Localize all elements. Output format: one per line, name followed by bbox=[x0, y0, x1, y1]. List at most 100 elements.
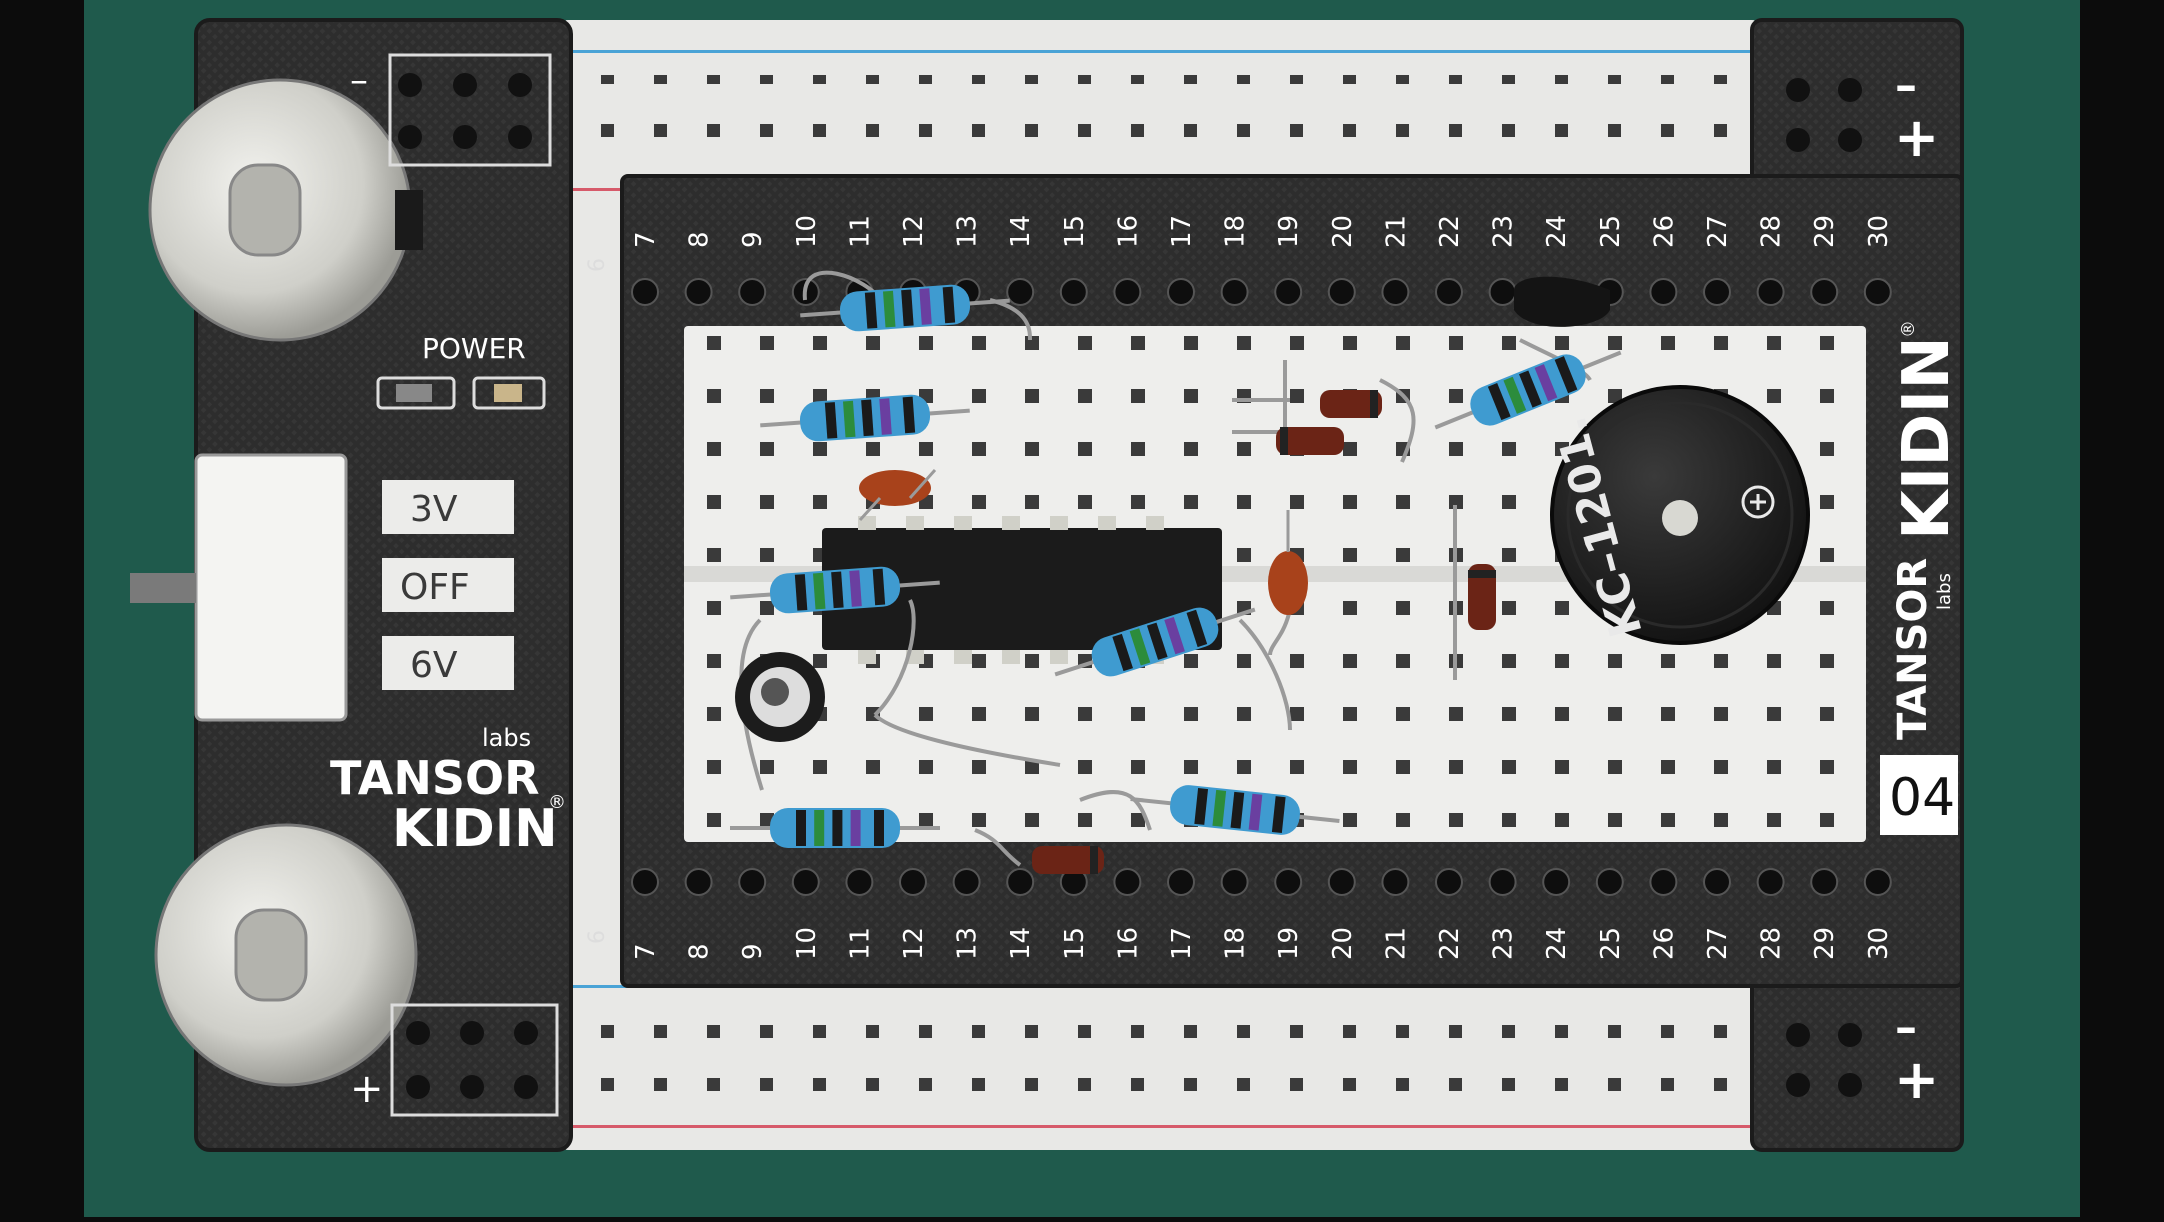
ic-leg bbox=[954, 516, 972, 530]
resistor bbox=[800, 284, 1010, 332]
header-pin bbox=[1810, 278, 1839, 306]
ic-leg bbox=[954, 650, 972, 664]
top-rail-holes bbox=[570, 75, 1750, 160]
right-rail-pins-top bbox=[1786, 78, 1862, 152]
header-pin bbox=[684, 868, 713, 896]
row-number-bottom: 23 bbox=[1489, 927, 1519, 960]
header-pin bbox=[1381, 868, 1410, 896]
header-pin bbox=[684, 278, 713, 306]
ic-leg bbox=[1050, 650, 1068, 664]
header-pin bbox=[1435, 868, 1463, 896]
resistor bbox=[1130, 785, 1340, 835]
diode-2 bbox=[1276, 427, 1344, 455]
resistor bbox=[760, 394, 970, 442]
row-number-bottom: 19 bbox=[1274, 927, 1304, 960]
header-pin bbox=[1810, 868, 1839, 896]
switch-label-off-box bbox=[382, 558, 514, 612]
coin-cell-bottom bbox=[154, 823, 418, 1087]
ic-leg bbox=[858, 650, 876, 664]
row-number-top: 19 bbox=[1274, 215, 1304, 248]
header-pin bbox=[1006, 278, 1035, 306]
row-number-top: 28 bbox=[1757, 215, 1787, 248]
row-number-bottom: 7 bbox=[631, 943, 661, 960]
row-number-top: 21 bbox=[1381, 215, 1411, 248]
row-number-top: 10 bbox=[792, 215, 822, 248]
row-number-bottom: 16 bbox=[1113, 927, 1143, 960]
header-pin bbox=[1863, 868, 1892, 896]
brand-bottom-right: KIDIN bbox=[1890, 336, 1964, 540]
header-pin bbox=[1006, 868, 1035, 896]
resistor bbox=[1054, 607, 1256, 677]
row-number-top: 20 bbox=[1328, 215, 1358, 248]
resistor bbox=[1434, 350, 1622, 430]
row-number-bottom: 10 bbox=[792, 927, 822, 960]
header-pin bbox=[1381, 278, 1410, 306]
piezo-buzzer bbox=[1550, 385, 1810, 645]
switch-label-6v: 6V bbox=[410, 645, 458, 686]
header-pin bbox=[738, 868, 767, 896]
row-number-top: 30 bbox=[1864, 215, 1894, 248]
brand-top-right: TANSOR bbox=[1890, 558, 1936, 740]
row-number-bottom: 27 bbox=[1703, 927, 1733, 960]
row-number-bottom: 18 bbox=[1221, 927, 1251, 960]
row-number-bottom: 15 bbox=[1060, 927, 1090, 960]
header-pin bbox=[1113, 278, 1142, 306]
coin-cell-top bbox=[148, 78, 423, 342]
header-pin bbox=[1327, 868, 1356, 896]
power-led-left bbox=[376, 376, 456, 410]
header-pin bbox=[845, 868, 874, 896]
resistor bbox=[730, 808, 940, 848]
resistors bbox=[730, 284, 1622, 848]
registered-left: ® bbox=[548, 792, 566, 813]
side-row-number-bottom: 6 bbox=[585, 930, 610, 944]
brand-small-left: labs bbox=[482, 724, 531, 752]
brand-bottom-left: KIDIN bbox=[392, 799, 558, 859]
resistor bbox=[730, 566, 940, 614]
header-pin bbox=[1595, 868, 1624, 896]
header-pin bbox=[1220, 278, 1249, 306]
header-pin bbox=[899, 868, 927, 896]
header-pin bbox=[1274, 868, 1303, 896]
row-number-top: 12 bbox=[899, 215, 929, 248]
row-number-bottom: 12 bbox=[899, 927, 929, 960]
header-pin bbox=[1167, 278, 1195, 306]
row-number-top: 8 bbox=[685, 231, 715, 248]
header-pin bbox=[1327, 278, 1356, 306]
row-number-top: 29 bbox=[1810, 215, 1840, 248]
row-number-top: 18 bbox=[1221, 215, 1251, 248]
header-pin bbox=[1113, 868, 1142, 896]
row-number-top: 17 bbox=[1167, 215, 1197, 248]
ic-leg bbox=[1098, 516, 1116, 530]
row-number-bottom: 21 bbox=[1381, 927, 1411, 960]
battery-header-top bbox=[388, 53, 552, 167]
switch-label-3v-box bbox=[382, 480, 514, 534]
header-pin bbox=[1863, 278, 1892, 306]
row-number-bottom: 25 bbox=[1596, 927, 1626, 960]
row-number-bottom: 14 bbox=[1006, 927, 1036, 960]
row-number-bottom: 28 bbox=[1757, 927, 1787, 960]
header-pin bbox=[631, 278, 659, 306]
header-pin bbox=[1274, 278, 1303, 306]
row-number-top: 25 bbox=[1596, 215, 1626, 248]
power-led-right bbox=[472, 376, 546, 410]
ic-leg bbox=[1050, 516, 1068, 530]
row-number-top: 11 bbox=[845, 215, 875, 248]
row-number-top: 27 bbox=[1703, 215, 1733, 248]
row-number-bottom: 30 bbox=[1864, 927, 1894, 960]
header-pin bbox=[1703, 868, 1731, 896]
row-number-top: 16 bbox=[1113, 215, 1143, 248]
ceramic-capacitor-2 bbox=[1268, 510, 1308, 615]
row-number-top: 26 bbox=[1649, 215, 1679, 248]
row-number-bottom: 8 bbox=[685, 943, 715, 960]
ic-leg bbox=[858, 516, 876, 530]
row-number-bottom: 29 bbox=[1810, 927, 1840, 960]
row-number-bottom: 20 bbox=[1328, 927, 1358, 960]
diode-3 bbox=[1468, 564, 1496, 630]
header-pin bbox=[1542, 868, 1571, 896]
header-pin bbox=[1703, 278, 1731, 306]
switch-label-3v: 3V bbox=[410, 489, 458, 530]
top-rail-blue-line bbox=[570, 50, 1750, 53]
